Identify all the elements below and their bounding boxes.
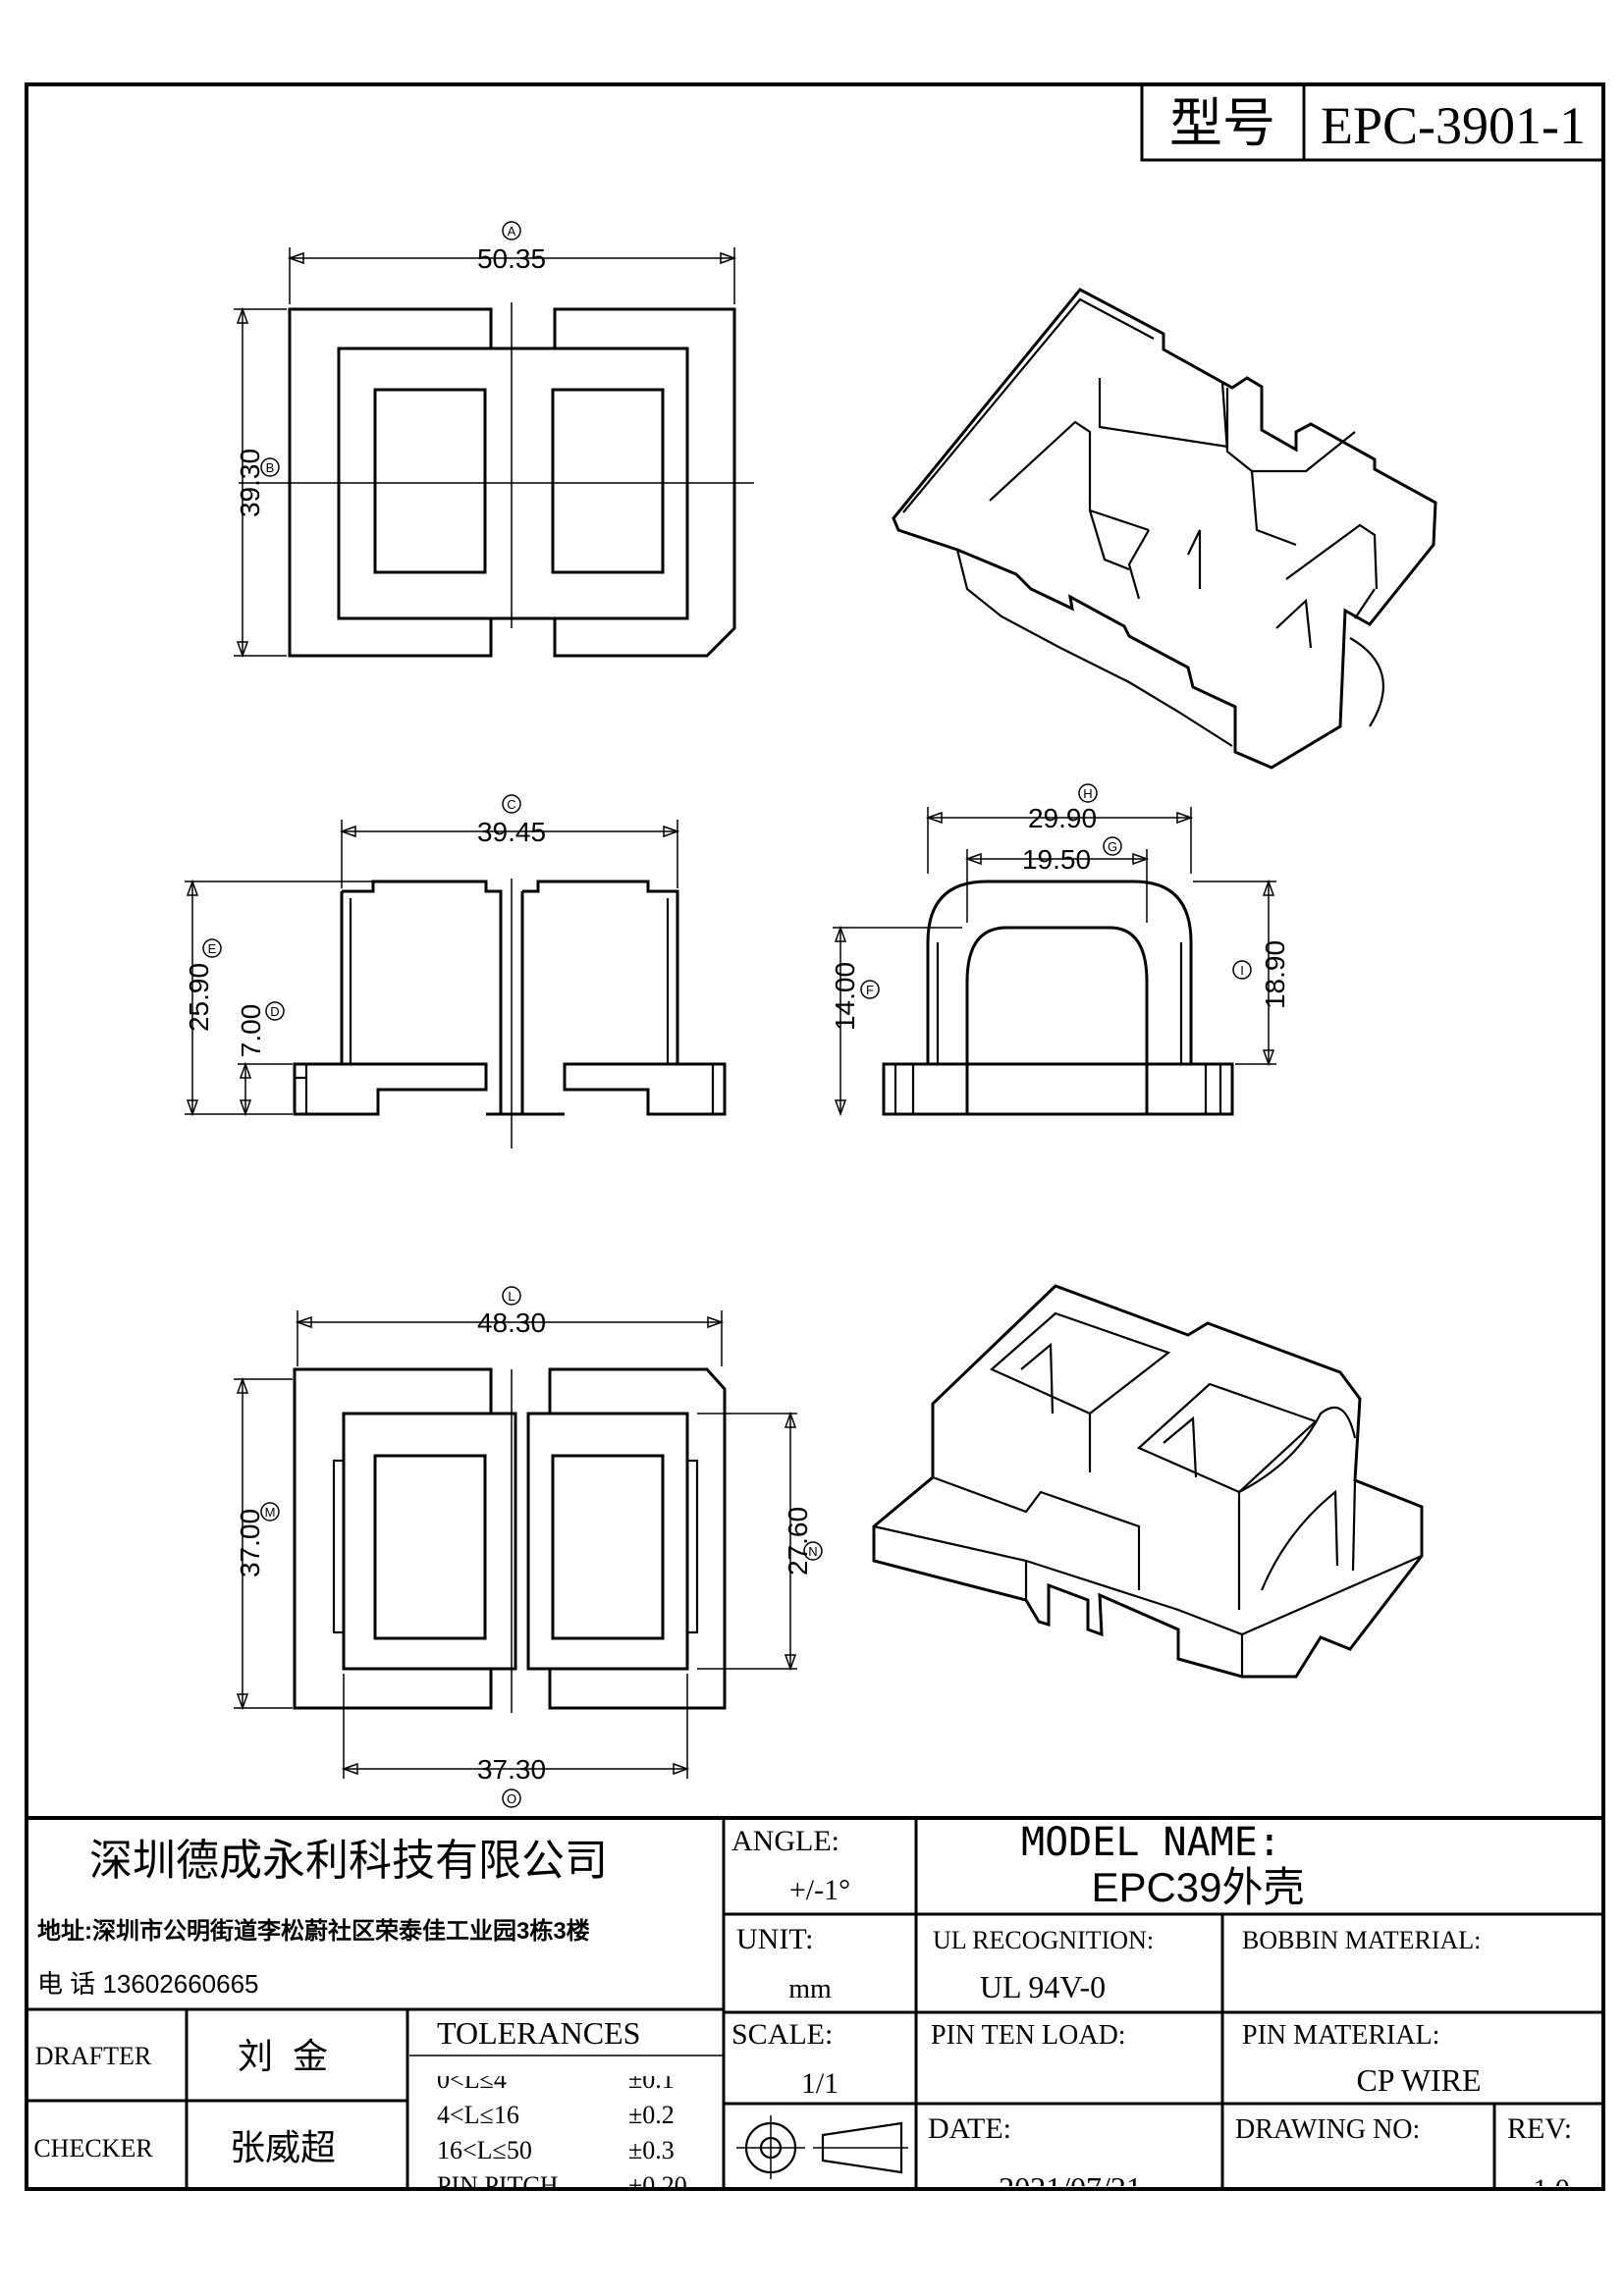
front-view: C 39.45 25.90 E 7.00 D bbox=[184, 794, 727, 1148]
checker-label: CHECKER bbox=[33, 2134, 153, 2163]
model-name-value: EPC39外壳 bbox=[1091, 1864, 1304, 1910]
tolerances-label: TOLERANCES bbox=[437, 2015, 640, 2051]
dim-value-G: 19.50 bbox=[1022, 844, 1091, 875]
scale-label: SCALE: bbox=[731, 2018, 833, 2051]
dim-label-L: L bbox=[508, 1289, 514, 1304]
dim-label-M: M bbox=[265, 1505, 276, 1520]
rev-value: 1.0 bbox=[1533, 2173, 1570, 2206]
dim-label-G: G bbox=[1108, 839, 1117, 854]
tol-range-1: 0<L≤4 bbox=[437, 2065, 507, 2094]
company-address: 地址:深圳市公明街道李松蔚社区荣泰佳工业园3栋3楼 bbox=[37, 1917, 590, 1945]
model-number: EPC-3901-1 bbox=[1321, 96, 1586, 155]
bottom-view: L 48.30 37.00 M 27.60 N 37.30 O bbox=[234, 1286, 823, 1808]
unit-label: UNIT: bbox=[736, 1923, 814, 1955]
sheet-border bbox=[25, 82, 1605, 2191]
date-value: 2021/07/21 bbox=[999, 2170, 1142, 2206]
model-number-box: 型号 EPC-3901-1 bbox=[1140, 82, 1605, 162]
drafter-name: 刘 金 bbox=[238, 2036, 328, 2076]
pin-material-label: PIN MATERIAL: bbox=[1242, 2020, 1439, 2051]
isometric-view-top bbox=[892, 288, 1437, 770]
tol-value-1: ±0.1 bbox=[628, 2065, 675, 2094]
dim-label-D: D bbox=[270, 1004, 279, 1019]
unit-value: mm bbox=[788, 1974, 832, 2004]
dim-label-N: N bbox=[808, 1544, 817, 1559]
dim-value-L: 48.30 bbox=[477, 1308, 546, 1338]
dim-label-I: I bbox=[1240, 963, 1244, 978]
dim-value-N: 27.60 bbox=[783, 1507, 813, 1575]
dim-value-O: 37.30 bbox=[477, 1754, 546, 1785]
dim-label-C: C bbox=[507, 797, 515, 812]
scale-value: 1/1 bbox=[801, 2067, 839, 2100]
dim-label-O: O bbox=[507, 1791, 516, 1806]
dim-value-E: 25.90 bbox=[184, 963, 214, 1032]
dim-label-E: E bbox=[208, 941, 217, 956]
dim-value-I: 18.90 bbox=[1260, 940, 1290, 1009]
title-block: 深圳德成永利科技有限公司 地址:深圳市公明街道李松蔚社区荣泰佳工业园3栋3楼 电… bbox=[27, 1816, 1603, 2206]
dim-label-A: A bbox=[508, 224, 516, 239]
company-name: 深圳德成永利科技有限公司 bbox=[89, 1837, 608, 1885]
dim-value-A: 50.35 bbox=[477, 243, 546, 274]
model-label: 型号 bbox=[1169, 94, 1275, 153]
dim-label-H: H bbox=[1083, 786, 1092, 801]
ul-value: UL 94V-0 bbox=[980, 1969, 1106, 2004]
dim-value-F: 14.00 bbox=[830, 962, 860, 1031]
dim-value-B: 39.30 bbox=[235, 449, 265, 517]
dim-value-H: 29.90 bbox=[1028, 803, 1097, 833]
dim-value-D: 7.00 bbox=[236, 1004, 266, 1058]
dim-value-M: 37.00 bbox=[235, 1509, 265, 1577]
pin-ten-load-label: PIN TEN LOAD: bbox=[931, 2020, 1126, 2051]
projection-symbol bbox=[736, 2115, 908, 2179]
bobbin-material-label: BOBBIN MATERIAL: bbox=[1242, 1926, 1481, 1954]
dim-label-B: B bbox=[266, 460, 275, 475]
rev-label: REV: bbox=[1507, 2112, 1572, 2145]
pin-material-value: CP WIRE bbox=[1356, 2062, 1481, 2098]
model-name-label: MODEL NAME: bbox=[1021, 1820, 1281, 1865]
top-view: A 50.35 39.30 B bbox=[234, 221, 754, 659]
tol-value-4: ±0.20 bbox=[628, 2171, 687, 2200]
isometric-view-bottom bbox=[872, 1284, 1424, 1679]
angle-label: ANGLE: bbox=[731, 1825, 839, 1857]
checker-name: 张威超 bbox=[230, 2127, 336, 2167]
tol-range-4: PIN PITCH bbox=[437, 2171, 559, 2200]
tol-value-2: ±0.2 bbox=[628, 2101, 675, 2129]
dim-value-C: 39.45 bbox=[477, 817, 546, 847]
tol-value-3: ±0.3 bbox=[628, 2136, 675, 2164]
tol-range-3: 16<L≤50 bbox=[437, 2136, 532, 2164]
side-view: H 29.90 19.50 G 14.00 F I 18.90 bbox=[830, 783, 1290, 1117]
angle-value: +/-1° bbox=[789, 1874, 850, 1906]
drafter-label: DRAFTER bbox=[35, 2042, 152, 2070]
date-label: DATE: bbox=[928, 2112, 1011, 2145]
drawing-no-label: DRAWING NO: bbox=[1235, 2114, 1420, 2145]
dim-label-F: F bbox=[866, 983, 874, 997]
ul-label: UL RECOGNITION: bbox=[933, 1926, 1154, 1954]
company-phone: 电 话 13602660665 bbox=[37, 1969, 259, 1999]
tol-range-2: 4<L≤16 bbox=[437, 2101, 519, 2129]
